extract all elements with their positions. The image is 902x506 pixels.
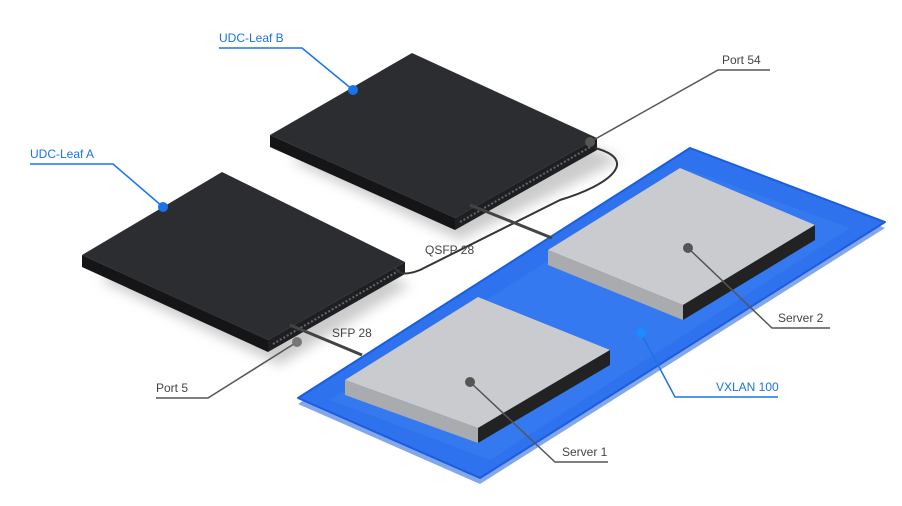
label-leaf-b: UDC-Leaf B [219,31,284,45]
label-port-54: Port 54 [722,53,761,67]
port-5-dot [292,337,302,347]
qsfp-cable [394,147,619,275]
label-port-5: Port 5 [156,381,189,395]
label-leaf-a: UDC-Leaf A [30,147,95,161]
label-sfp: SFP 28 [332,326,372,340]
server-1-dot [465,377,475,387]
callout-leaf-a [30,163,164,208]
cable-leaf-b-server-2 [469,203,553,240]
switch-leaf-a[interactable] [82,172,405,352]
callout-port-5 [156,341,298,399]
server-2-dot [683,243,693,253]
callout-vxlan [640,332,778,398]
leaf-b-dot [348,85,358,95]
label-qsfp: QSFP 28 [425,243,475,257]
sfp-cable [289,323,363,357]
callout-leaf-b [219,47,354,91]
callout-port-54 [589,69,770,143]
port-54-dot [585,137,595,147]
callout-server-2 [687,247,830,329]
label-vxlan: VXLAN 100 [716,380,779,394]
server-2[interactable] [548,168,815,320]
callout-server-1 [469,381,608,463]
label-server-2: Server 2 [778,311,824,325]
switch-leaf-b[interactable] [270,53,597,230]
vxlan-dot [636,328,646,338]
label-server-1: Server 1 [562,445,608,459]
leaf-a-dot [158,202,168,212]
